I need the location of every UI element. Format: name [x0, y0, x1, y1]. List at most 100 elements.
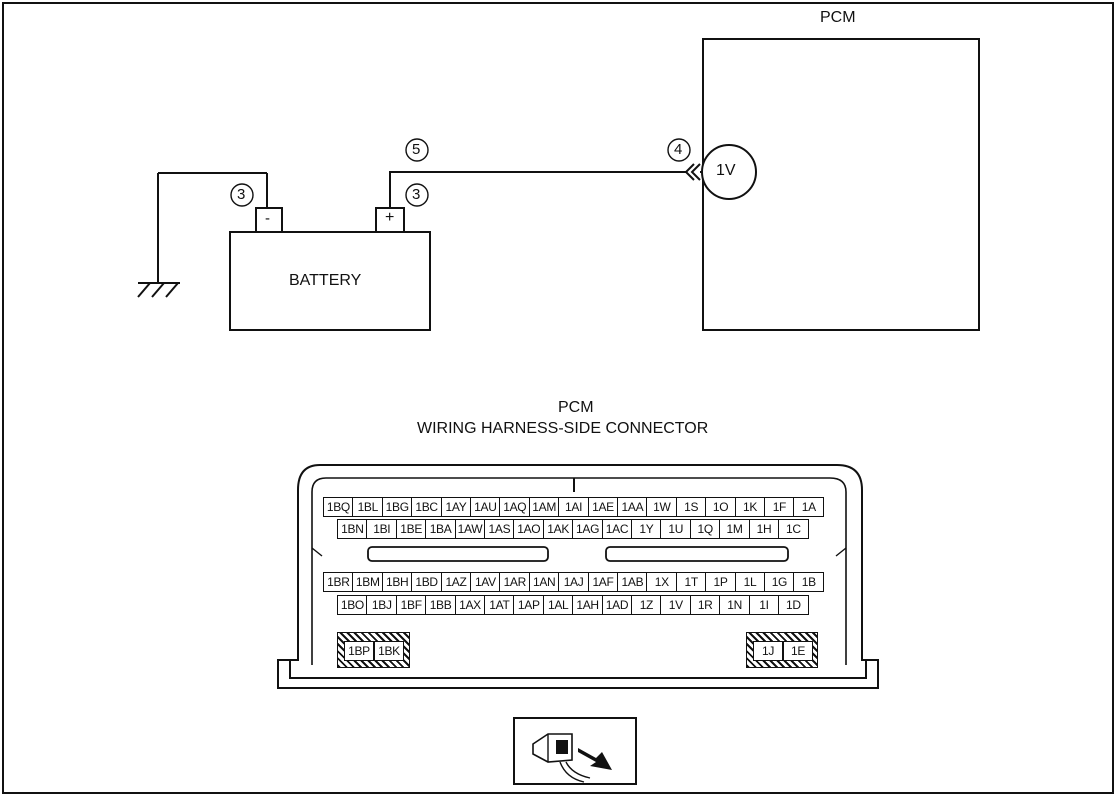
pin-1BE: 1BE	[395, 519, 427, 539]
pin-1S: 1S	[675, 497, 707, 517]
pin-1AY: 1AY	[440, 497, 472, 517]
pin-1D: 1D	[778, 595, 809, 615]
pin-1AE: 1AE	[587, 497, 619, 517]
pin-1BI: 1BI	[366, 519, 398, 539]
pin-1BB: 1BB	[425, 595, 456, 615]
connector-subtitle: WIRING HARNESS-SIDE CONNECTOR	[417, 420, 709, 437]
pin-1Q: 1Q	[689, 519, 721, 539]
pin-1U: 1U	[660, 519, 692, 539]
ground-symbol	[137, 172, 268, 298]
pin-1T: 1T	[675, 572, 707, 592]
pin-1Z: 1Z	[631, 595, 662, 615]
pin-1AO: 1AO	[513, 519, 545, 539]
step-circle-wire	[405, 138, 429, 162]
pin-1F: 1F	[764, 497, 795, 517]
pin-1AD: 1AD	[601, 595, 633, 615]
pin-1N: 1N	[719, 595, 750, 615]
connector-view-icon	[513, 717, 637, 785]
connector-title: PCM	[558, 399, 594, 416]
pin-1AS: 1AS	[484, 519, 515, 539]
pin-1BP: 1BP	[344, 641, 374, 661]
pin-1AF: 1AF	[587, 572, 619, 592]
connector-latch-right	[605, 546, 789, 562]
pin-1C: 1C	[778, 519, 809, 539]
pin-1AM: 1AM	[528, 497, 560, 517]
pin-1V: 1V	[660, 595, 692, 615]
pin-1M: 1M	[719, 519, 750, 539]
pin-1R: 1R	[689, 595, 721, 615]
pcm-title: PCM	[820, 9, 856, 26]
neg-terminal	[255, 207, 283, 233]
step-number-neg: 3	[237, 186, 246, 203]
voltmeter-label: 1V	[716, 162, 736, 179]
pin-1P: 1P	[705, 572, 736, 592]
pin-1AL: 1AL	[542, 595, 574, 615]
pin-1AU: 1AU	[470, 497, 501, 517]
pin-1BA: 1BA	[425, 519, 456, 539]
pin-1W: 1W	[646, 497, 678, 517]
pin-1BM: 1BM	[352, 572, 384, 592]
pin-1AR: 1AR	[499, 572, 531, 592]
pin-1AW: 1AW	[454, 519, 486, 539]
step-circle-pcm	[667, 138, 691, 162]
pin-1H: 1H	[748, 519, 780, 539]
pin-1AP: 1AP	[513, 595, 545, 615]
pin-1J: 1J	[753, 641, 783, 661]
connector-latch-left	[367, 546, 549, 562]
battery-box	[229, 231, 431, 331]
pin-1AT: 1AT	[484, 595, 515, 615]
pos-terminal-label: +	[385, 209, 395, 226]
connector-body	[277, 464, 879, 689]
voltmeter-symbol	[701, 144, 757, 200]
pin-1AQ: 1AQ	[499, 497, 531, 517]
pin-1G: 1G	[764, 572, 795, 592]
step-number-pos: 3	[412, 186, 421, 203]
pin-1BD: 1BD	[411, 572, 442, 592]
pin-1BF: 1BF	[395, 595, 427, 615]
pin-1X: 1X	[646, 572, 678, 592]
right-pin-group: 1J 1E	[746, 632, 818, 668]
step-circle-neg	[230, 183, 254, 207]
pin-1AX: 1AX	[454, 595, 486, 615]
pin-1AI: 1AI	[558, 497, 589, 517]
battery-label: BATTERY	[289, 272, 362, 289]
connector-arrow	[684, 163, 695, 181]
pin-1E: 1E	[783, 641, 813, 661]
pin-1L: 1L	[734, 572, 766, 592]
pin-1I: 1I	[748, 595, 780, 615]
pos-terminal	[375, 207, 405, 233]
pin-1AV: 1AV	[470, 572, 501, 592]
step-circle-pos	[405, 183, 429, 207]
pin-1AB: 1AB	[617, 572, 648, 592]
pin-1AZ: 1AZ	[440, 572, 472, 592]
step-number-pcm: 4	[674, 141, 683, 158]
step-number-wire: 5	[412, 141, 421, 158]
pin-1AC: 1AC	[601, 519, 633, 539]
pin-1AK: 1AK	[542, 519, 574, 539]
pin-1K: 1K	[734, 497, 766, 517]
pin-1AH: 1AH	[572, 595, 603, 615]
pin-1BN: 1BN	[337, 519, 368, 539]
neg-terminal-label: -	[265, 210, 270, 227]
pin-1BQ: 1BQ	[323, 497, 354, 517]
pin-1AA: 1AA	[617, 497, 648, 517]
pin-1BO: 1BO	[337, 595, 368, 615]
pin-1AG: 1AG	[572, 519, 603, 539]
pin-1BC: 1BC	[411, 497, 442, 517]
pin-1BH: 1BH	[381, 572, 413, 592]
left-pin-group: 1BP 1BK	[337, 632, 410, 668]
pin-1Y: 1Y	[631, 519, 662, 539]
pin-1A: 1A	[793, 497, 825, 517]
pin-1BJ: 1BJ	[366, 595, 398, 615]
pin-1B: 1B	[793, 572, 825, 592]
pin-1BL: 1BL	[352, 497, 384, 517]
pin-1AN: 1AN	[528, 572, 560, 592]
pin-1AJ: 1AJ	[558, 572, 589, 592]
pin-1BK: 1BK	[374, 641, 404, 661]
battery-to-pcm-wire	[389, 171, 686, 208]
pin-1O: 1O	[705, 497, 736, 517]
pin-1BG: 1BG	[381, 497, 413, 517]
pin-1BR: 1BR	[323, 572, 354, 592]
